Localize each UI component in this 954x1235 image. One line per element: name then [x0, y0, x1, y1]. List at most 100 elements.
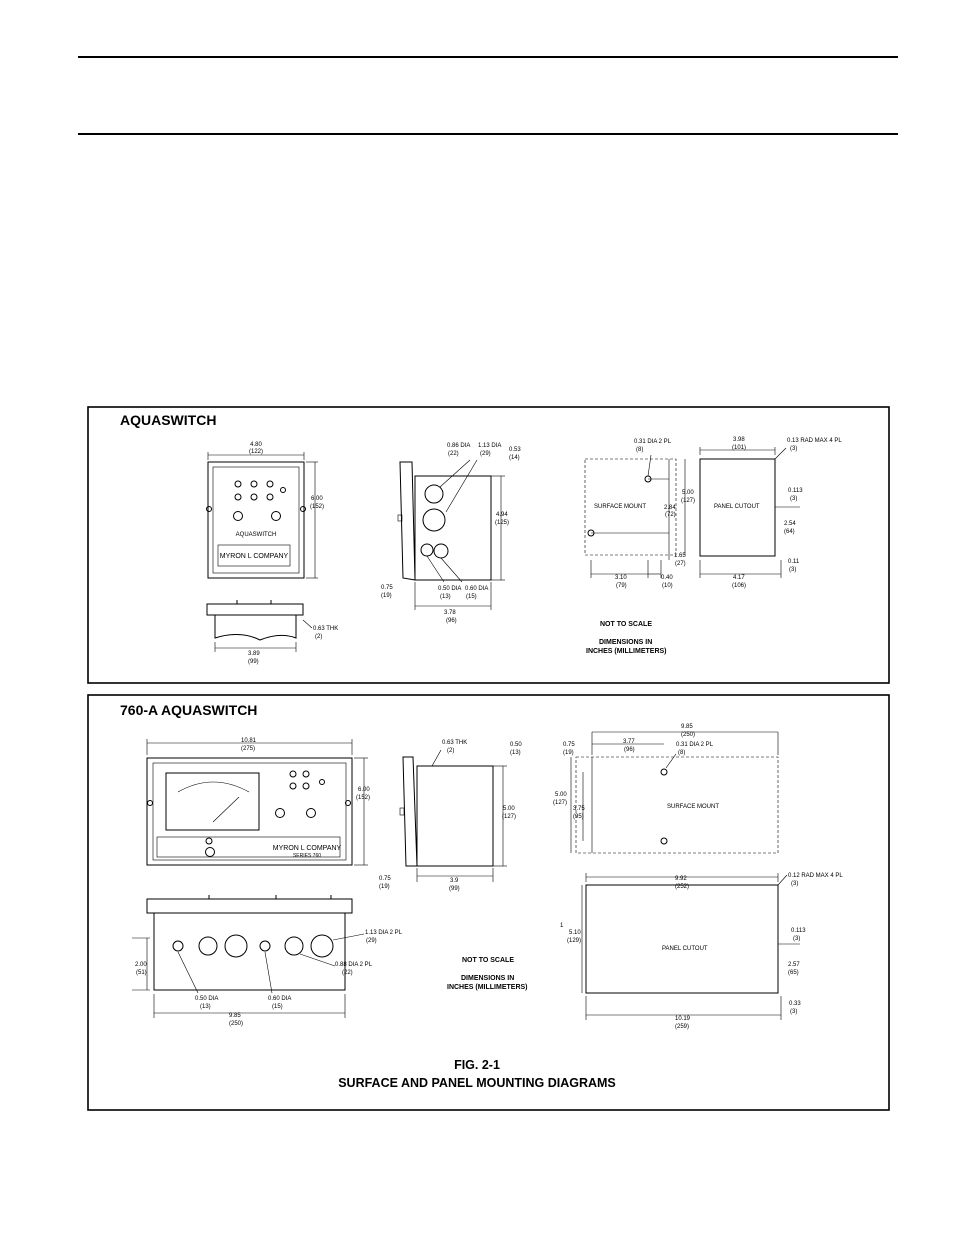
side-height: 4.94 [496, 512, 508, 518]
760a-bottom-w-mm: (250) [229, 1021, 243, 1027]
d0113-mm: (3) [790, 496, 797, 502]
760a-side-depth-mm: (99) [449, 886, 460, 892]
d310: 3.10 [615, 575, 627, 581]
760a-mount-h-mm: (127) [553, 800, 567, 806]
760a-series: SERIES 760 [293, 853, 321, 859]
760a-mount-diagram: 9.85 (250) 0.75 (19) 3.77 (96) 0.31 DIA … [447, 724, 843, 1030]
760a-bottom-h: 2.00 [135, 962, 147, 968]
cutout-w-mm: (101) [732, 445, 746, 451]
760a-front-view: MYRON L COMPANY SERIES 760 10.81 (275) 6… [146, 738, 370, 866]
front-height-dim: 6.00 [311, 496, 323, 502]
mount-h: 5.00 [682, 490, 694, 496]
760a-side-height-mm: (127) [502, 814, 516, 820]
front-model-label: AQUASWITCH [236, 532, 277, 538]
cutout-w: 3.98 [733, 437, 745, 443]
side-dia4: 0.60 DIA [465, 586, 488, 592]
rad-label: 0.13 RAD MAX 4 PL [787, 438, 842, 444]
side-dia4-mm: (15) [466, 594, 477, 600]
side-left-mm: (19) [381, 593, 392, 599]
rad-mm: (3) [790, 446, 797, 452]
760a-side-top-mm: (13) [510, 750, 521, 756]
760a-side-height: 5.00 [503, 806, 515, 812]
760a-d033: 0.33 [789, 1001, 801, 1007]
side-dia2: 1.13 DIA [478, 443, 501, 449]
760a-d033-mm: (3) [790, 1009, 797, 1015]
760a-cutout-h: 5.10 [569, 930, 581, 936]
bottom-thk-mm: (2) [315, 634, 322, 640]
d165-mm: (27) [675, 561, 686, 567]
header-rule-top [78, 56, 898, 58]
760a-mount-h2-mm: (95) [573, 814, 584, 820]
header-rule-bottom [78, 133, 898, 135]
aquaswitch-760a-title: 760-A AQUASWITCH [120, 702, 257, 718]
760a-hole-b: 0.88 DIA 2 PL [335, 962, 373, 968]
bottom-width-mm: (99) [248, 659, 259, 665]
760a-mount-w: 9.85 [681, 724, 693, 730]
760a-cutout-w-mm: (252) [675, 884, 689, 890]
760a-d0113-mm: (3) [793, 936, 800, 942]
760a-cutout-total-mm: (259) [675, 1024, 689, 1030]
760a-cutout-total: 10.19 [675, 1016, 691, 1022]
760a-rad-mm: (3) [791, 881, 798, 887]
760a-d257-mm: (65) [788, 970, 799, 976]
760a-front-width: 10.81 [241, 738, 257, 744]
760a-company: MYRON L COMPANY [273, 845, 342, 852]
side-height-mm: (125) [495, 520, 509, 526]
760a-rad: 0.12 RAD MAX 4 PL [788, 873, 843, 879]
mount-hole-mm: (8) [636, 447, 643, 453]
side-depth: 3.78 [444, 610, 456, 616]
760a-mount-h2: 3.75 [573, 806, 585, 812]
aquaswitch-bottom-view: 3.89 (99) 0.63 THK (2) [206, 600, 338, 665]
front-height-mm: (152) [310, 504, 324, 510]
dims-units: INCHES (MILLIMETERS) [586, 648, 667, 655]
aquaswitch-mount-diagram: SURFACE MOUNT 0.31 DIA 2 PL (8) 2.84 (72… [584, 437, 842, 655]
figure-number: FIG. 2-1 [454, 1058, 500, 1072]
dims-in: DIMENSIONS IN [599, 639, 652, 646]
760a-bottom-h-mm: (51) [136, 970, 147, 976]
760a-cutout-w: 9.92 [675, 876, 687, 882]
front-width-mm: (122) [249, 449, 263, 455]
panel-cutout-label: PANEL CUTOUT [714, 504, 760, 510]
760a-side-left-mm: (19) [379, 884, 390, 890]
d417: 4.17 [733, 575, 745, 581]
aquaswitch-front-view: AQUASWITCH MYRON L COMPANY 4.80 (122) 6.… [206, 442, 324, 579]
side-dia3-mm: (13) [440, 594, 451, 600]
mount-hole-label: 0.31 DIA 2 PL [634, 439, 672, 445]
side-dia1: 0.86 DIA [447, 443, 470, 449]
front-width-dim: 4.80 [250, 442, 262, 448]
side-top-mm: (14) [509, 455, 520, 461]
bottom-thk-dim: 0.63 THK [313, 626, 338, 632]
d165: 1.65 [674, 553, 686, 559]
side-depth-mm: (96) [446, 618, 457, 624]
aquaswitch-title: AQUASWITCH [120, 412, 216, 428]
760a-front-height-mm: (152) [356, 795, 370, 801]
760a-hole-x-mm: (96) [624, 747, 635, 753]
760a-d257: 2.57 [788, 962, 800, 968]
front-company-label: MYRON L COMPANY [220, 553, 289, 560]
not-to-scale: NOT TO SCALE [600, 621, 652, 628]
d254-mm: (64) [784, 529, 795, 535]
aquaswitch-760a-panel [87, 694, 890, 1111]
d0113: 0.113 [788, 488, 803, 494]
side-dia1-mm: (22) [448, 451, 459, 457]
d040-mm: (10) [662, 583, 673, 589]
mount-h2-mm: (72) [665, 512, 676, 518]
760a-cutout-h-mm: (129) [567, 938, 581, 944]
mount-h2: 2.84 [664, 505, 676, 511]
760a-hole-a: 1.13 DIA 2 PL [365, 930, 403, 936]
760a-front-width-mm: (275) [241, 746, 255, 752]
760a-dims-units: INCHES (MILLIMETERS) [447, 984, 528, 991]
760a-surface-mount: SURFACE MOUNT [667, 804, 719, 810]
760a-side-thk: 0.63 THK [442, 740, 467, 746]
760a-bottom-view: 1.13 DIA 2 PL (29) 0.88 DIA 2 PL (22) 2.… [132, 895, 403, 1027]
760a-hole-b-mm: (22) [342, 970, 353, 976]
side-dia3: 0.50 DIA [438, 586, 461, 592]
d310-mm: (79) [616, 583, 627, 589]
figure-caption: SURFACE AND PANEL MOUNTING DIAGRAMS [338, 1076, 616, 1090]
bottom-width-dim: 3.89 [248, 651, 260, 657]
760a-side-depth: 3.9 [450, 878, 459, 884]
aquaswitch-panel [87, 406, 890, 684]
760a-side-left: 0.75 [379, 876, 391, 882]
760a-side-view: 0.63 THK (2) 0.50 (13) 5.00 (127) 0.75 (… [379, 740, 522, 892]
